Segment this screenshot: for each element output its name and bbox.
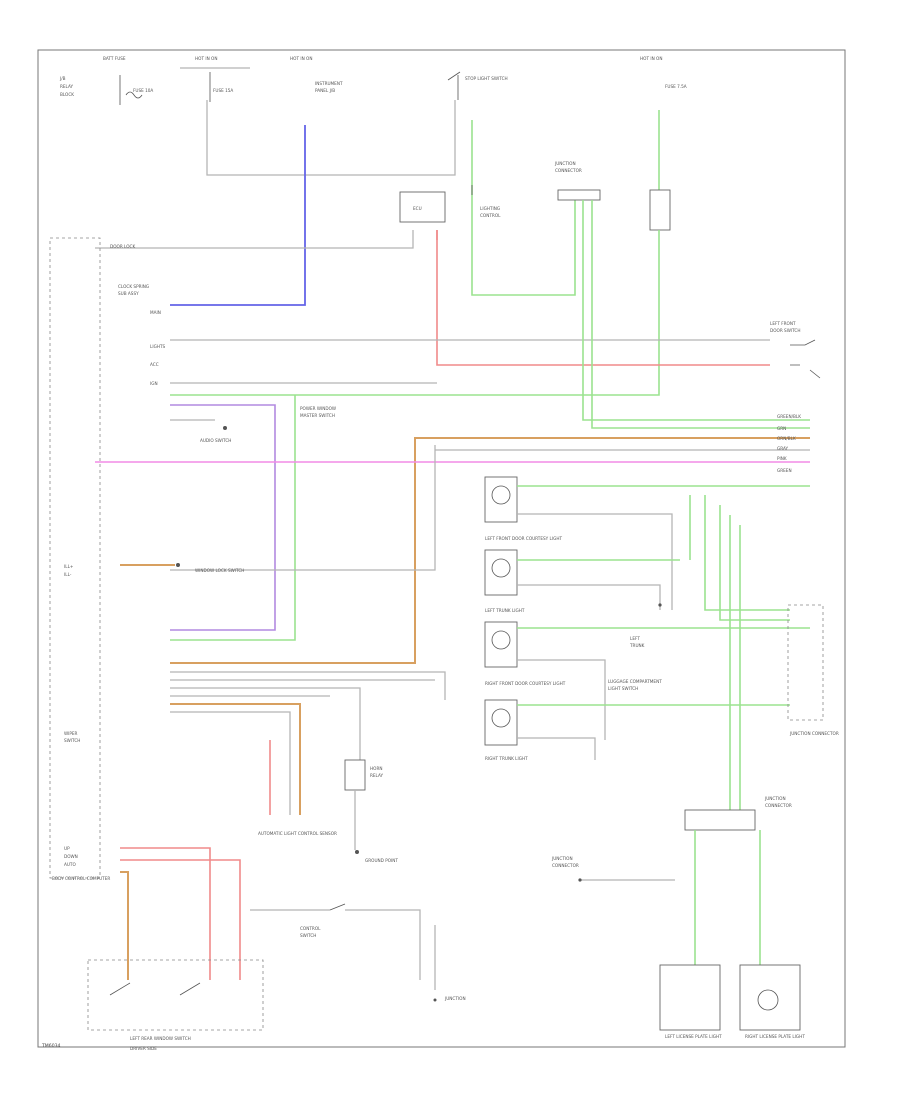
diagram-frame bbox=[37, 49, 846, 1048]
fuse-group-left: BATT FUSE J/B RELAY BLOCK FUSE 10A HOT I… bbox=[59, 56, 312, 105]
svg-text:ECU: ECU bbox=[413, 206, 422, 211]
svg-text:GREEN/BLK: GREEN/BLK bbox=[777, 414, 801, 419]
svg-text:RELAY: RELAY bbox=[60, 84, 74, 89]
body-control-computer-box bbox=[49, 237, 101, 879]
svg-text:LUGGAGE COMPARTMENT: LUGGAGE COMPARTMENT bbox=[608, 679, 662, 684]
svg-text:LIGHTS: LIGHTS bbox=[150, 344, 166, 349]
svg-text:LIGHTING: LIGHTING bbox=[480, 206, 500, 211]
lamp-right-trunk: RIGHT TRUNK LIGHT bbox=[484, 699, 790, 761]
svg-text:JUNCTION: JUNCTION bbox=[444, 996, 466, 1001]
svg-text:CONNECTOR: CONNECTOR bbox=[552, 863, 579, 868]
footer-code: TM6034 bbox=[41, 1043, 61, 1049]
right-front-door-courtesy-label: RIGHT FRONT DOOR COURTESY LIGHT bbox=[485, 681, 566, 686]
svg-text:POWER WINDOW: POWER WINDOW bbox=[300, 406, 336, 411]
wire-orange bbox=[170, 437, 810, 664]
svg-text:WIPER: WIPER bbox=[64, 731, 78, 736]
wire-red bbox=[436, 230, 770, 366]
svg-text:HOT IN ON: HOT IN ON bbox=[195, 56, 217, 61]
lamp-right-front-door: RIGHT FRONT DOOR COURTESY LIGHT bbox=[484, 621, 810, 740]
svg-text:JUNCTION: JUNCTION bbox=[551, 856, 573, 861]
svg-text:AUTO: AUTO bbox=[64, 862, 76, 867]
svg-text:RELAY: RELAY bbox=[370, 773, 384, 778]
svg-text:J/B: J/B bbox=[59, 76, 66, 81]
fuse-left-label: FUSE 10A bbox=[133, 88, 153, 93]
svg-text:JUNCTION: JUNCTION bbox=[554, 161, 576, 166]
window-lock-switch-label: WINDOW LOCK SWITCH bbox=[195, 568, 244, 573]
svg-text:SWITCH: SWITCH bbox=[300, 933, 316, 938]
svg-text:ILL-: ILL- bbox=[64, 572, 72, 577]
svg-text:PINK: PINK bbox=[777, 456, 787, 461]
svg-text:DOWN: DOWN bbox=[64, 854, 78, 859]
svg-text:CONTROL: CONTROL bbox=[300, 926, 321, 931]
svg-text:DOOR SWITCH: DOOR SWITCH bbox=[770, 328, 800, 333]
left-front-door-courtesy-label: LEFT FRONT DOOR COURTESY LIGHT bbox=[485, 536, 562, 541]
svg-text:CONTROL: CONTROL bbox=[480, 213, 501, 218]
svg-text:JUNCTION: JUNCTION bbox=[764, 796, 786, 801]
junction-connector-label: JUNCTION CONNECTOR bbox=[789, 731, 839, 736]
ground-point-label: GROUND POINT bbox=[365, 858, 398, 863]
svg-text:CONNECTOR: CONNECTOR bbox=[765, 803, 792, 808]
svg-text:TRUNK: TRUNK bbox=[629, 643, 645, 648]
svg-text:GRN: GRN bbox=[777, 426, 786, 431]
svg-text:ORN/BLK: ORN/BLK bbox=[777, 436, 796, 441]
svg-text:IGN: IGN bbox=[150, 381, 158, 386]
lamp-left-front-door: LEFT FRONT DOOR COURTESY LIGHT bbox=[484, 476, 810, 610]
svg-text:PANEL J/B: PANEL J/B bbox=[315, 88, 335, 93]
automatic-light-control-label: AUTOMATIC LIGHT CONTROL SENSOR bbox=[258, 831, 337, 836]
right-license-label: RIGHT LICENSE PLATE LIGHT bbox=[745, 1034, 805, 1039]
svg-text:BATT FUSE: BATT FUSE bbox=[103, 56, 126, 61]
body-control-label: BODY CONTROL COMPUTER bbox=[52, 876, 110, 881]
svg-text:HOT IN ON: HOT IN ON bbox=[640, 56, 662, 61]
svg-text:HOT IN ON: HOT IN ON bbox=[290, 56, 312, 61]
svg-text:GREEN: GREEN bbox=[777, 468, 792, 473]
svg-text:SWITCH: SWITCH bbox=[64, 738, 80, 743]
wire-violet bbox=[170, 404, 276, 631]
svg-text:LIGHT SWITCH: LIGHT SWITCH bbox=[608, 686, 638, 691]
stop-light-switch-label: STOP LIGHT SWITCH bbox=[465, 76, 508, 81]
svg-text:MAIN: MAIN bbox=[150, 310, 161, 315]
svg-text:MASTER SWITCH: MASTER SWITCH bbox=[300, 413, 335, 418]
svg-text:LEFT: LEFT bbox=[630, 636, 640, 641]
fuse-mid-label: FUSE 15A bbox=[213, 88, 233, 93]
driver-side-label: DRIVER SIDE bbox=[130, 1046, 157, 1051]
svg-text:CLOCK SPRING: CLOCK SPRING bbox=[118, 284, 149, 289]
svg-text:LEFT FRONT: LEFT FRONT bbox=[770, 321, 796, 326]
left-rear-window-switch-label: LEFT REAR WINDOW SWITCH bbox=[130, 1036, 191, 1041]
wire-blue bbox=[170, 125, 306, 306]
audio-switch-label: AUDIO SWITCH bbox=[200, 438, 231, 443]
svg-text:UP: UP bbox=[64, 846, 70, 851]
svg-text:INSTRUMENT: INSTRUMENT bbox=[315, 81, 343, 86]
junction-connector-right bbox=[787, 604, 824, 721]
lamp-left-trunk: LEFT TRUNK LIGHT bbox=[484, 549, 680, 613]
left-trunk-light-label: LEFT TRUNK LIGHT bbox=[485, 608, 525, 613]
right-trunk-light-label: RIGHT TRUNK LIGHT bbox=[485, 756, 528, 761]
svg-text:BLOCK: BLOCK bbox=[60, 92, 74, 97]
svg-text:HORN: HORN bbox=[370, 766, 383, 771]
svg-text:SUB ASSY: SUB ASSY bbox=[118, 291, 139, 296]
svg-text:CONNECTOR: CONNECTOR bbox=[555, 168, 582, 173]
svg-text:GRAY: GRAY bbox=[777, 446, 789, 451]
svg-text:ILL+: ILL+ bbox=[64, 564, 74, 569]
fuse-right-label: FUSE 7.5A bbox=[665, 84, 687, 89]
left-license-label: LEFT LICENSE PLATE LIGHT bbox=[665, 1034, 722, 1039]
svg-text:ACC: ACC bbox=[150, 362, 159, 367]
svg-text:DOOR LOCK: DOOR LOCK bbox=[110, 244, 135, 249]
